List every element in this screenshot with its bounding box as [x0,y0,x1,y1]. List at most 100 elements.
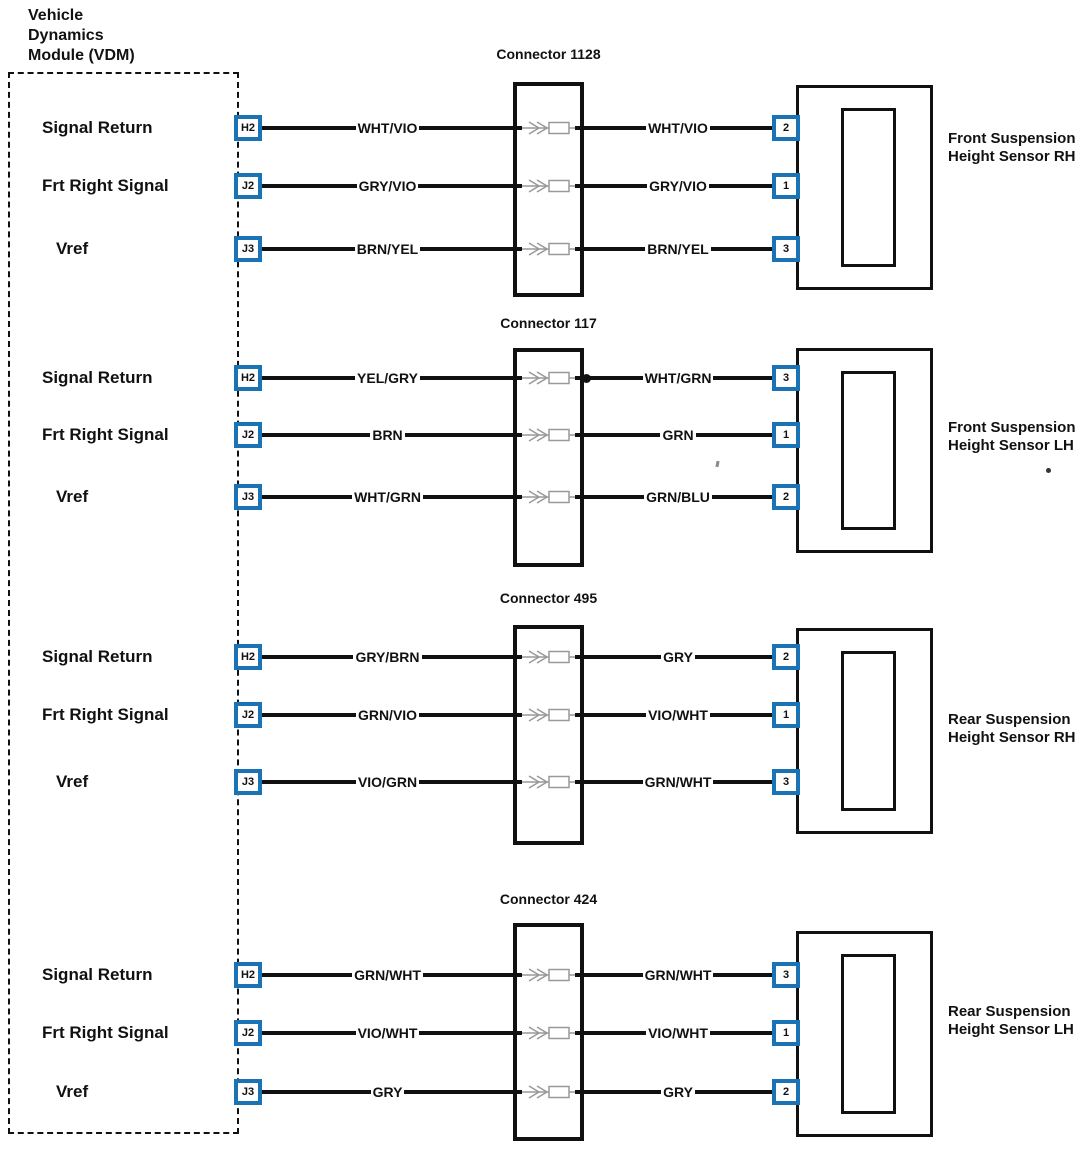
module-signal-label: Vref [56,772,89,791]
inline-splice-symbol [516,647,581,667]
wire-left: GRN/WHT [262,965,514,985]
wire-right: GRY/VIO [584,176,773,196]
sensor-pin-box: 2 [772,644,800,670]
wire-color-label: GRN/WHT [644,967,712,983]
wire-segment [419,713,513,717]
wire-segment [419,780,513,784]
module-signal-label: Signal Return [42,647,153,666]
wire-right: GRN [584,425,772,445]
inline-splice-symbol [516,705,581,725]
wire-segment [262,126,356,130]
wire-segment [708,184,773,188]
sensor-pin-box: 2 [772,484,800,510]
module-signal-label: Frt Right Signal [42,1023,169,1042]
sensor-pin-box: 3 [772,365,800,391]
sensor-pin-box: 3 [772,962,800,988]
module-signal-label: Vref [56,1082,89,1101]
wire-segment [584,655,662,659]
wire-right: WHT/GRN [584,368,773,388]
wire-color-label: VIO/WHT [357,1025,418,1041]
inline-splice-symbol [516,1082,581,1102]
wire-segment [419,1031,514,1035]
inline-splice-symbol-icon [516,490,581,504]
sensor-label-line: Rear Suspension [948,711,1071,728]
inline-splice-symbol-icon [516,121,581,135]
wire-color-label: WHT/VIO [648,120,708,136]
stray-mark-dot [1046,468,1051,473]
wire-left: WHT/GRN [262,487,514,507]
inline-splice-symbol-icon [516,1026,581,1040]
wire-left: GRY [262,1082,514,1102]
wire-segment [584,376,643,380]
wire-segment [404,433,513,437]
wire-color-label: WHT/VIO [357,120,418,136]
wire-segment [694,655,773,659]
wire-segment [713,376,773,380]
module-signal-label: Frt Right Signal [42,425,169,444]
wire-segment [262,1090,371,1094]
wire-color-label: GRN/VIO [357,707,418,723]
sensor-label-line: Rear Suspension [948,1003,1071,1020]
wire-segment [694,1090,773,1094]
wire-segment [262,376,356,380]
connector-title: Connector 495 [499,590,598,606]
wire-segment [262,247,355,251]
wire-right: GRY [584,647,773,667]
wire-right: GRN/BLU [584,487,772,507]
inline-splice-symbol-icon [516,708,581,722]
connector-title: Connector 1128 [496,46,601,62]
wire-color-label: GRY [663,649,693,665]
connector-title: Connector 424 [499,891,598,907]
wire-segment [584,184,648,188]
module-signal-label: Frt Right Signal [42,705,169,724]
module-signal-label: Signal Return [42,965,153,984]
module-pin-box: H2 [234,962,262,988]
sensor-pin-box: 1 [772,173,800,199]
module-pin-box: J2 [234,1020,262,1046]
sensor-label-line: Front Suspension [948,130,1076,147]
sensor-pin-box: 2 [772,1079,800,1105]
module-pin-box: H2 [234,644,262,670]
sensor-box [796,85,933,290]
module-pin-box: J3 [234,1079,262,1105]
wire-segment [418,184,514,188]
wire-left: GRY/BRN [262,647,514,667]
wire-segment [584,1031,647,1035]
wire-segment [421,655,514,659]
wire-segment [695,433,772,437]
wire-segment [584,713,647,717]
module-pin-box: J3 [234,484,262,510]
wire-right: GRN/WHT [584,772,773,792]
inline-splice-symbol-icon [516,650,581,664]
sensor-inner-rectangle [841,371,896,530]
sensor-box [796,931,933,1137]
sensor-box [796,628,933,834]
module-pin-box: J3 [234,236,262,262]
wire-segment [584,973,643,977]
module-pin-box: H2 [234,365,262,391]
wire-color-label: GRY/VIO [649,178,707,194]
wire-right: GRY [584,1082,773,1102]
wire-segment [709,1031,773,1035]
wire-segment [713,780,773,784]
wire-color-label: GRN/WHT [354,967,421,983]
inline-connector-box [513,82,584,297]
wire-segment [419,126,514,130]
inline-splice-symbol-icon [516,242,581,256]
module-signal-label: Frt Right Signal [42,176,169,195]
wire-segment [404,1090,514,1094]
wire-segment [262,1031,356,1035]
inline-splice-symbol [516,368,581,388]
sensor-label-line: Height Sensor RH [948,729,1076,746]
wire-color-label: WHT/GRN [354,489,421,505]
wire-color-label: GRY [663,1084,693,1100]
inline-connector-box [513,625,584,845]
stray-mark-tick [715,460,720,468]
wire-segment [262,973,353,977]
wire-segment [422,973,514,977]
wire-segment [419,376,513,380]
